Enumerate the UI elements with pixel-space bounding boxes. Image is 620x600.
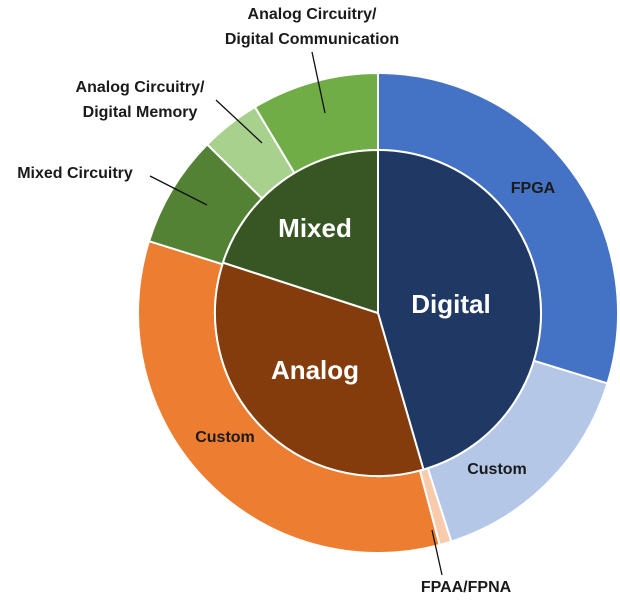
label-digital-memory: Analog Circuitry/Digital Memory bbox=[76, 79, 205, 121]
leader-line-digital-memory bbox=[215, 99, 263, 144]
label-digital-custom: Custom bbox=[467, 461, 527, 478]
inner-slice-mixed bbox=[221, 148, 379, 315]
leader-line-mixed-circuitry bbox=[149, 175, 208, 206]
leader-line-fpaa-fpna bbox=[431, 529, 443, 576]
outer-ring bbox=[137, 71, 619, 554]
label-inner-mixed: Mixed bbox=[278, 213, 352, 243]
leader-line-digital-communication bbox=[311, 51, 326, 114]
inner-slice-digital bbox=[377, 148, 542, 471]
labels: FPGA Custom FPAA/FPNA Custom Mixed Circu… bbox=[17, 6, 555, 596]
leader-lines bbox=[149, 51, 443, 576]
inner-ring bbox=[214, 148, 542, 477]
label-fpga: FPGA bbox=[511, 180, 556, 197]
inner-slice-analog bbox=[214, 261, 425, 477]
label-mixed-circuitry: Mixed Circuitry bbox=[17, 165, 133, 182]
label-inner-digital: Digital bbox=[411, 289, 490, 319]
label-fpaa-fpna: FPAA/FPNA bbox=[421, 579, 512, 596]
label-digital-communication: Analog Circuitry/Digital Communication bbox=[225, 6, 399, 48]
label-analog-custom: Custom bbox=[195, 429, 255, 446]
label-inner-analog: Analog bbox=[271, 355, 359, 385]
